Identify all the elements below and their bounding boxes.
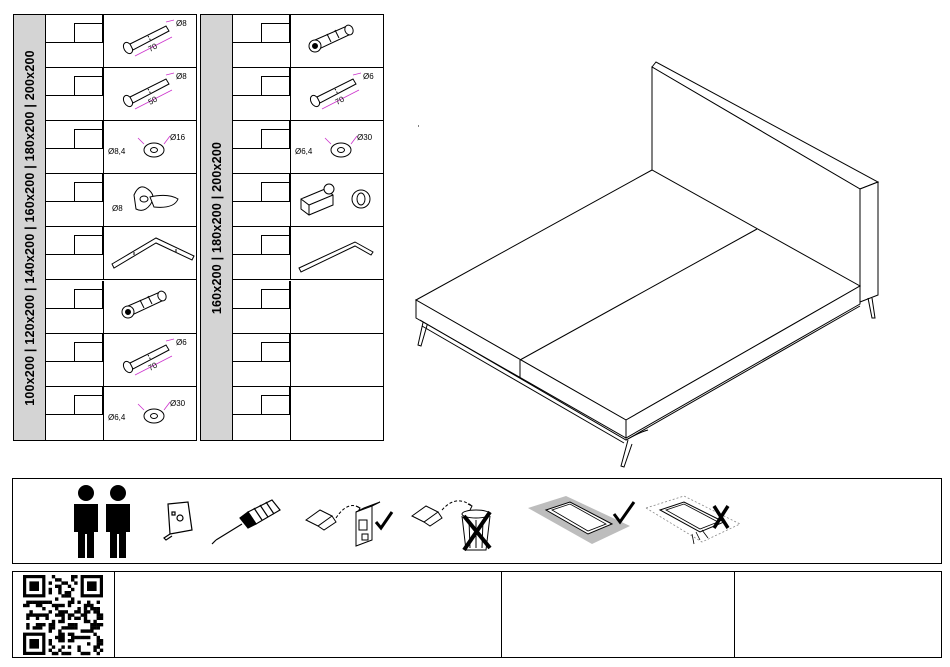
screwdriver-icon <box>210 496 284 546</box>
qr-code[interactable] <box>23 575 103 655</box>
tape-measure-icon <box>162 500 196 542</box>
info-box-2 <box>501 571 735 658</box>
no-trash-icon <box>406 490 498 556</box>
unprotected-floor-not-ok-icon <box>644 494 744 552</box>
protected-floor-ok-icon <box>526 494 638 552</box>
info-box-3 <box>734 571 942 658</box>
bed-illustration <box>0 0 950 480</box>
two-persons-icon <box>70 484 134 560</box>
info-box-1 <box>114 571 502 658</box>
recycle-packaging-icon <box>302 492 396 554</box>
